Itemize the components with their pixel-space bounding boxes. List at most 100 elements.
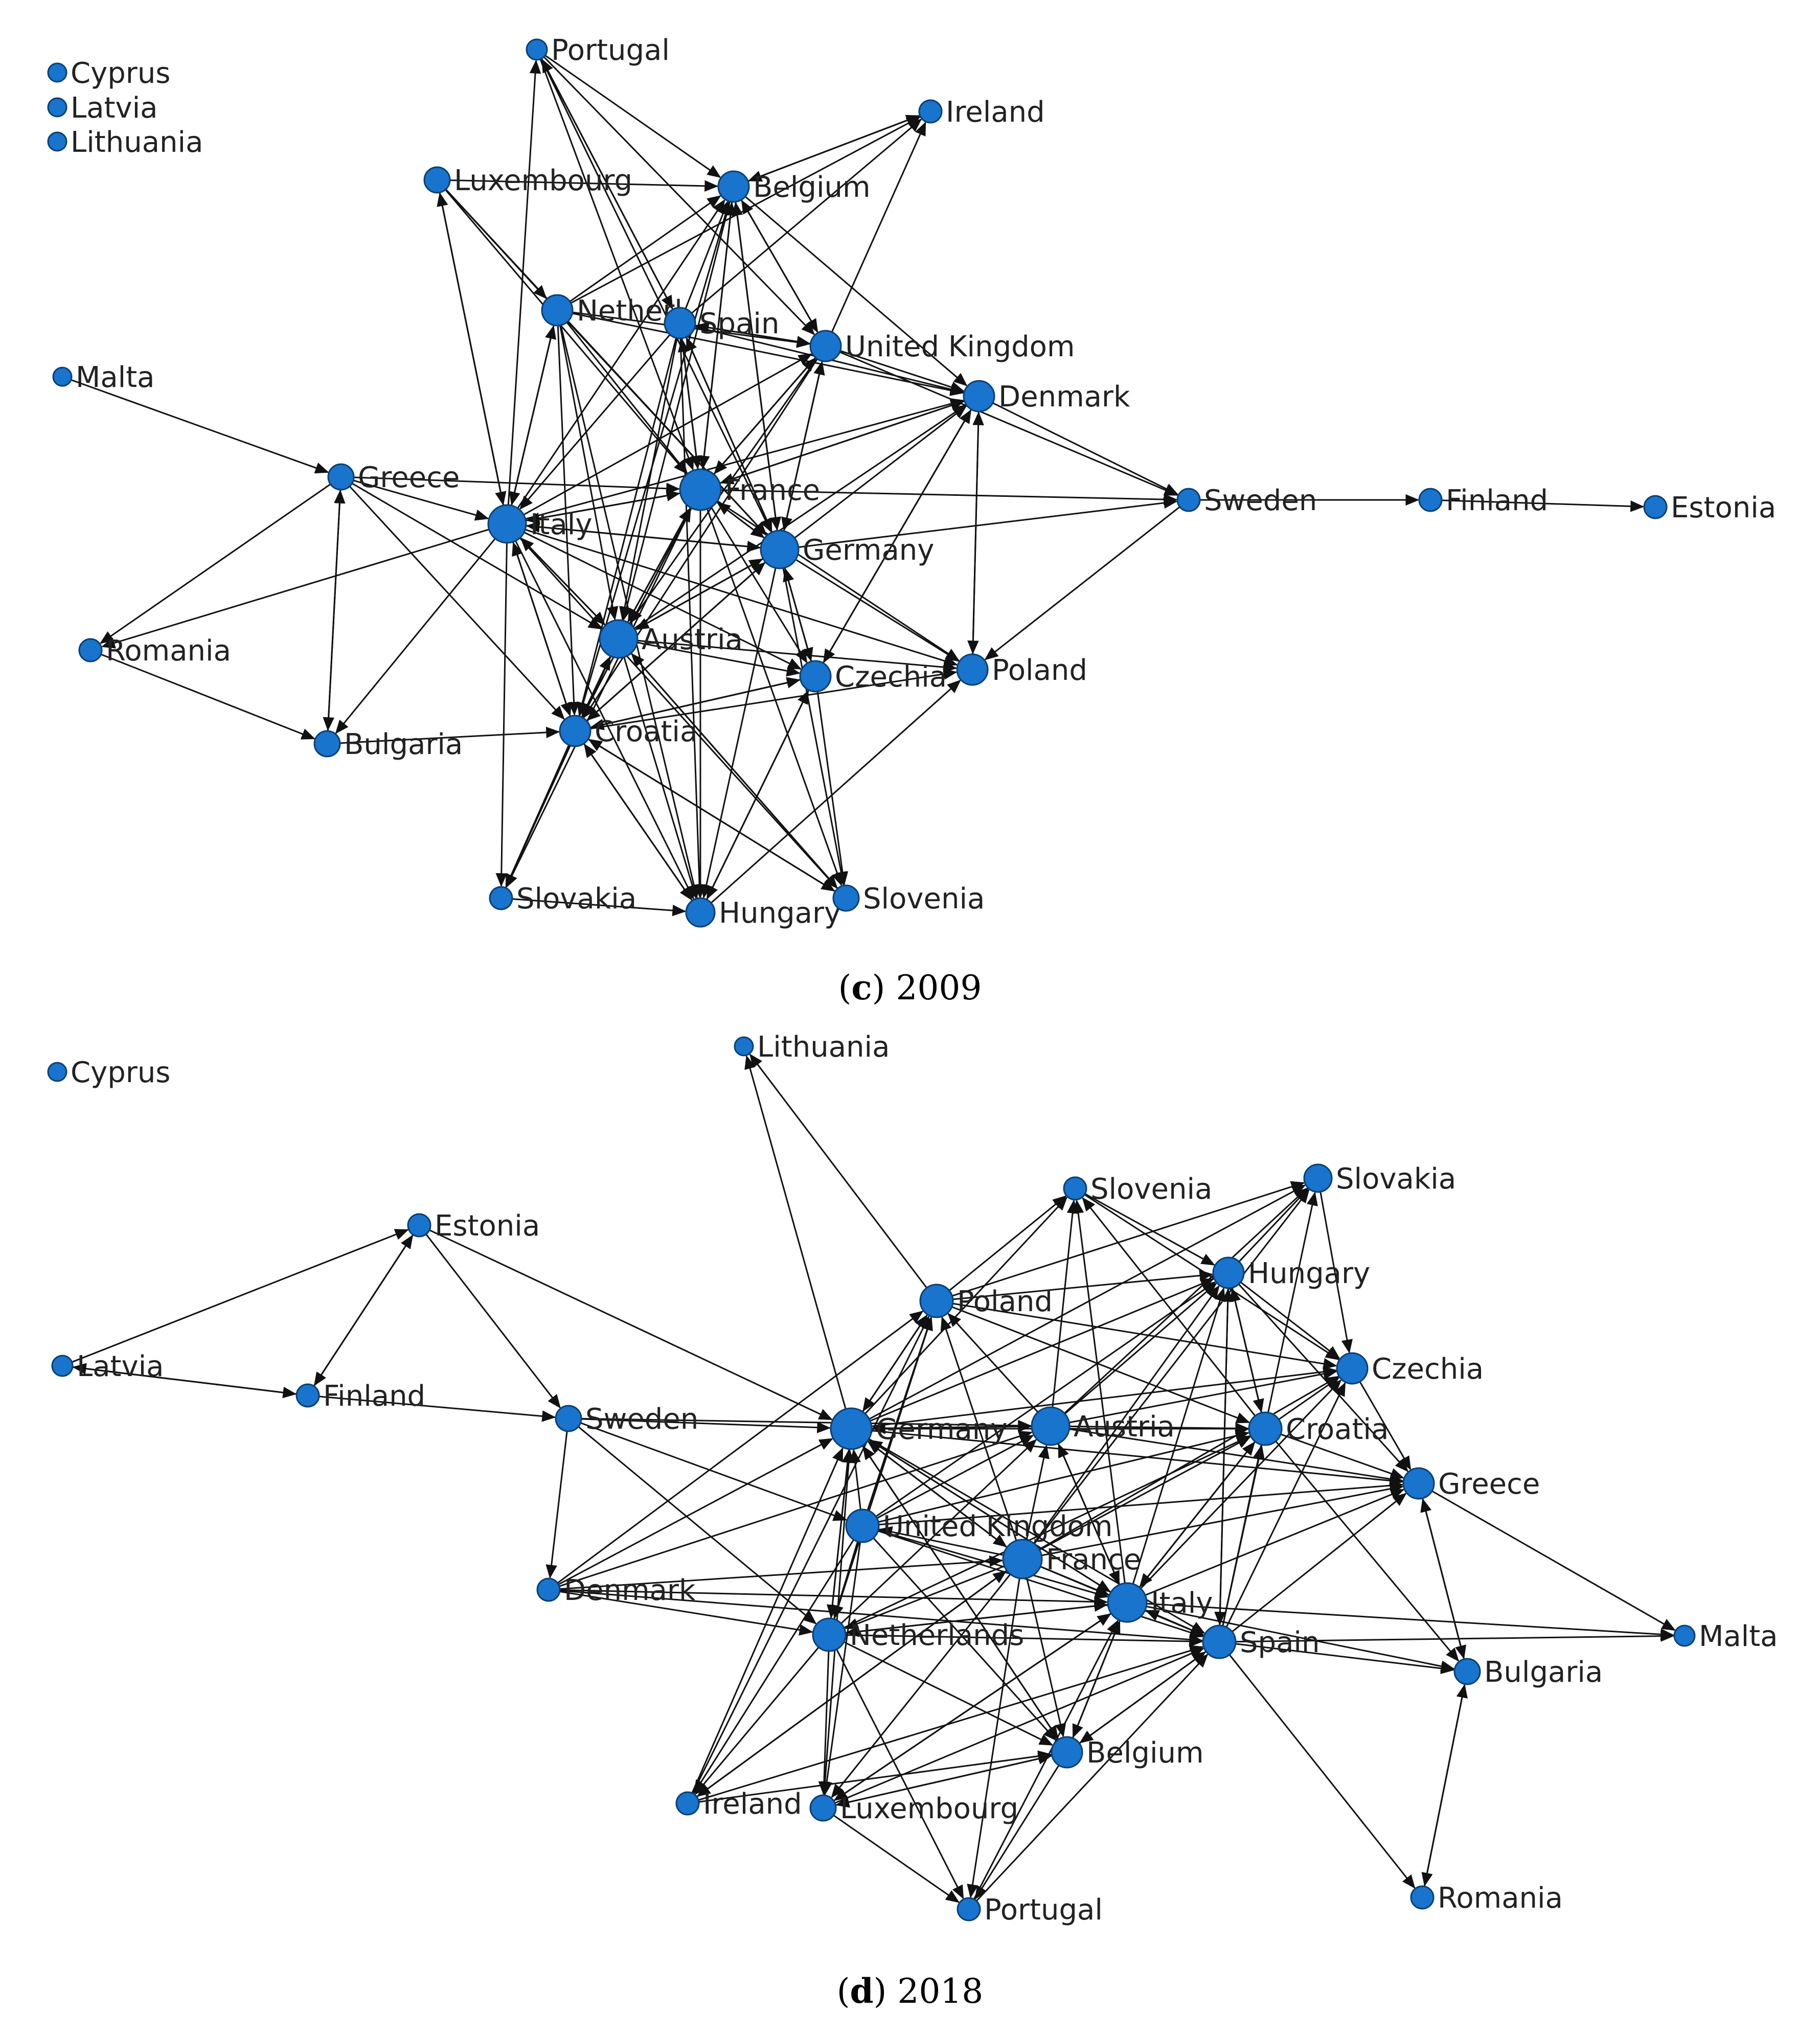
node-marker-finland	[1418, 488, 1443, 512]
panel-2018-edges	[72, 1054, 1676, 1903]
node-poland: Poland	[919, 1284, 1053, 1318]
node-label-ireland: Ireland	[946, 96, 1045, 129]
edge-spain-to-belgium	[685, 200, 729, 309]
edge-croatia-to-poland	[590, 668, 958, 729]
edge-italy-to-bulgaria	[1146, 1606, 1455, 1672]
edge-france-to-poland	[940, 1316, 1017, 1541]
node-label-malta: Malta	[1699, 1620, 1778, 1653]
edge-greece-to-italy	[353, 479, 489, 521]
edge-netherlands-to-belgium	[569, 195, 721, 303]
node-marker-cyprus	[47, 62, 67, 83]
edge-france-to-sweden	[720, 489, 1178, 506]
node-label-portugal: Portugal	[984, 1893, 1103, 1927]
edge-denmark-to-spain	[559, 1590, 1203, 1645]
node-romania: Romania	[78, 634, 231, 668]
node-marker-malta	[1673, 1624, 1696, 1647]
node-marker-united-kingdom	[809, 330, 842, 362]
node-malta: Malta	[52, 361, 154, 394]
edge-romania-to-bulgaria	[100, 653, 315, 740]
node-marker-romania	[1410, 1885, 1435, 1910]
panel-2009-caption-letter: c	[851, 968, 872, 1008]
edge-netherlands-to-germany	[830, 1449, 854, 1619]
edge-sweden-to-germany	[581, 1418, 831, 1433]
edge-netherlands-to-croatia	[557, 325, 580, 716]
panel-2018-caption-letter: d	[850, 1971, 873, 2011]
node-marker-austria	[599, 619, 639, 659]
edge-slovenia-to-hungary	[1084, 1193, 1215, 1266]
node-label-netherlands: Netherlands	[850, 1619, 1024, 1652]
node-czechia: Czechia	[1336, 1352, 1484, 1386]
edge-sweden-to-austria	[581, 1417, 1032, 1432]
edge-france-to-united-kingdom	[713, 357, 816, 475]
node-marker-austria	[1031, 1406, 1071, 1446]
node-marker-lithuania	[47, 131, 67, 152]
node-romania: Romania	[1410, 1882, 1563, 1915]
edge-netherlands-to-luxembourg	[818, 1651, 830, 1796]
edge-poland-to-slovakia	[952, 1181, 1305, 1297]
edge-croatia-to-slovenia	[1082, 1197, 1256, 1416]
node-label-slovenia: Slovenia	[1090, 1173, 1212, 1206]
edge-portugal-to-italy	[973, 1619, 1119, 1900]
edge-italy-to-belgium	[517, 199, 725, 509]
edge-hungary-to-poland	[710, 679, 961, 904]
node-spain: Spain	[1202, 1624, 1320, 1659]
node-ireland: Ireland	[675, 1788, 802, 1821]
edge-germany-to-united-kingdom	[783, 361, 825, 532]
edge-united-kingdom-to-sweden	[839, 351, 1178, 496]
edge-austria-to-denmark	[633, 404, 967, 629]
node-label-slovakia: Slovakia	[1336, 1162, 1456, 1196]
node-label-lithuania: Lithuania	[757, 1031, 890, 1064]
node-belgium: Belgium	[717, 170, 871, 204]
edge-denmark-to-sweden	[992, 402, 1179, 495]
edge-denmark-to-austria	[559, 1431, 1033, 1587]
edge-luxembourg-to-spain	[834, 1647, 1204, 1804]
node-label-portugal: Portugal	[551, 34, 670, 67]
edge-belgium-to-portugal	[974, 1765, 1060, 1900]
edge-united-kingdom-to-austria	[876, 1434, 1034, 1519]
edge-italy-to-portugal	[507, 59, 541, 506]
node-label-bulgaria: Bulgaria	[1484, 1656, 1603, 1689]
edge-sweden-to-denmark	[545, 1431, 568, 1579]
node-ireland: Ireland	[918, 96, 1045, 129]
edge-united-kingdom-to-greece	[878, 1480, 1404, 1526]
edge-germany-to-poland	[795, 559, 960, 662]
node-denmark: Denmark	[963, 380, 1130, 414]
edge-sweden-to-poland	[984, 506, 1180, 660]
edge-italy-to-united-kingdom	[523, 353, 813, 516]
node-label-lithuania: Lithuania	[71, 126, 203, 159]
edge-france-to-belgium	[701, 201, 736, 470]
node-belgium: Belgium	[1051, 1736, 1204, 1770]
edge-france-to-slovenia	[706, 509, 843, 886]
node-hungary: Hungary	[1212, 1256, 1370, 1290]
edge-bulgaria-to-croatia	[339, 726, 560, 744]
node-label-luxembourg: Luxembourg	[840, 1792, 1018, 1825]
node-marker-hungary	[685, 897, 716, 928]
edge-hungary-to-greece	[1238, 1284, 1409, 1472]
edge-denmark-to-germany	[558, 1438, 833, 1586]
node-latvia: Latvia	[47, 91, 158, 125]
edge-belgium-to-denmark	[744, 196, 968, 386]
edge-spain-to-croatia	[577, 337, 677, 717]
edge-austria-to-hungary	[623, 656, 698, 899]
edge-germany-to-hungary	[700, 567, 777, 899]
edge-italy-to-croatia	[1139, 1441, 1256, 1588]
node-label-czechia: Czechia	[1372, 1353, 1484, 1386]
edge-belgium-to-austria	[621, 201, 731, 621]
node-marker-finland	[295, 1383, 320, 1408]
node-marker-spain	[1202, 1624, 1237, 1659]
edge-estonia-to-finland	[313, 1234, 414, 1386]
node-spain: Spain	[664, 307, 779, 340]
edge-united-kingdom-to-ireland	[831, 121, 926, 333]
panel-2009-edges	[71, 55, 1645, 917]
edge-united-kingdom-to-belgium	[873, 1537, 1057, 1741]
edge-italy-to-slovenia	[1072, 1199, 1126, 1584]
edge-france-to-austria	[1026, 1444, 1050, 1541]
node-marker-czechia	[1336, 1352, 1369, 1385]
edge-slovenia-to-czechia	[1084, 1194, 1340, 1360]
node-denmark: Denmark	[536, 1574, 696, 1607]
node-marker-poland	[956, 653, 989, 686]
edge-belgium-to-united-kingdom	[740, 199, 818, 333]
node-label-italy: Italy	[1151, 1587, 1213, 1620]
edge-france-to-germany	[867, 1441, 1008, 1548]
node-portugal: Portugal	[526, 34, 670, 67]
